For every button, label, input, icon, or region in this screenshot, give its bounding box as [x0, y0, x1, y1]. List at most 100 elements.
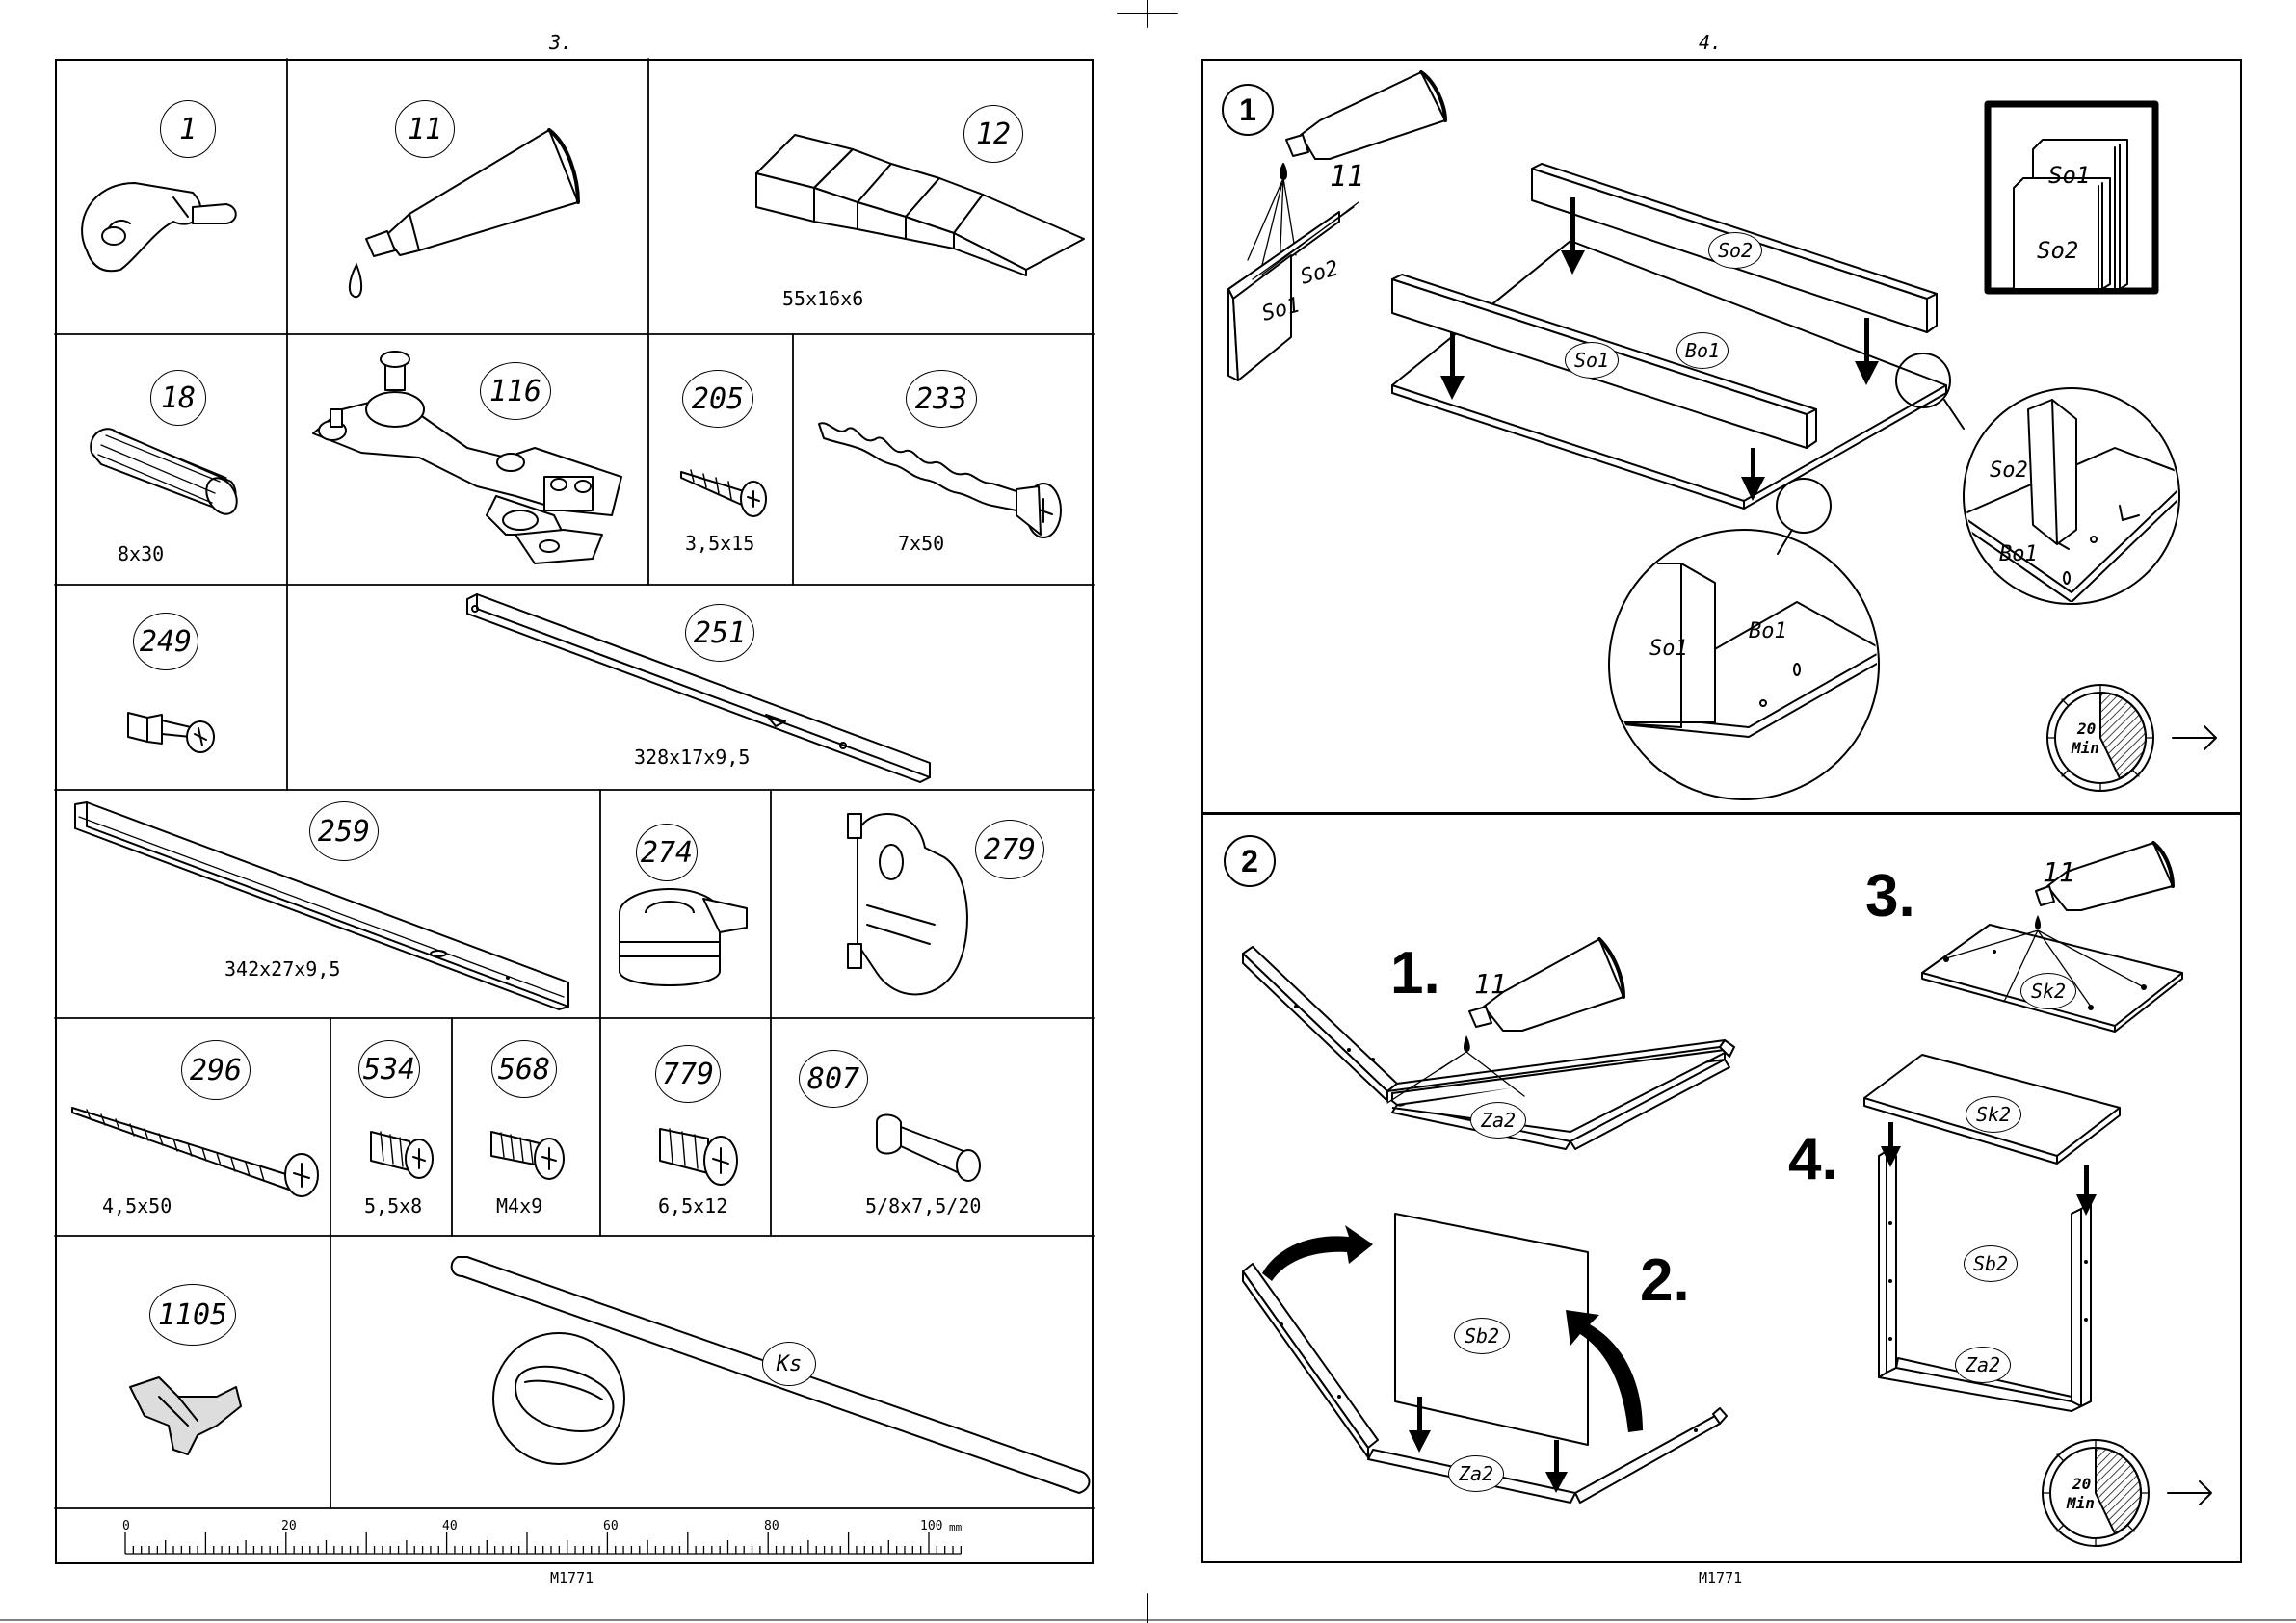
screw-534-icon: [370, 1131, 434, 1179]
ruler-tick-label-100: 100: [920, 1519, 943, 1533]
hinge-icon: [312, 351, 622, 564]
timer-value: 20: [2076, 720, 2096, 738]
part-id-12: 12: [963, 105, 1023, 163]
part-id-205: 205: [682, 370, 753, 428]
detail-label-so1: So1: [1649, 637, 1688, 661]
part-id-807: 807: [799, 1050, 868, 1108]
substep1-glue-id-text: 11: [1474, 968, 1507, 1000]
detail-left-labels: So1 Bo1: [1649, 619, 1787, 661]
part-dim-251: 328x17x9,5: [634, 746, 751, 769]
ruler-tick-label-0: 0: [122, 1519, 130, 1533]
step1-glue-label-svg: 11: [1330, 160, 1364, 194]
step1-label-bo1: Bo1: [1676, 332, 1729, 369]
part-dim-807: 5/8x7,5/20: [865, 1194, 982, 1217]
cam-lock-icon: [81, 182, 237, 273]
dowel-icon: [90, 428, 238, 515]
detail-label-bo1: Bo1: [1999, 542, 2038, 566]
page-number: 3.: [549, 31, 573, 54]
step-number-1: 1: [1222, 84, 1274, 136]
part-dim-534: 5,5x8: [364, 1194, 423, 1217]
part-dim-779: 6,5x12: [658, 1194, 728, 1217]
part-dim-296: 4,5x50: [102, 1194, 172, 1217]
substep3-glue-id-text: 11: [2043, 856, 2075, 888]
part-id-259: 259: [309, 801, 379, 861]
timer-label-step1: 20 Min: [2071, 720, 2099, 757]
part-id-779: 779: [655, 1045, 721, 1103]
part-id-233: 233: [906, 370, 977, 428]
substep2-label-sb2: Sb2: [1454, 1318, 1510, 1354]
bracket-279-icon: [847, 813, 968, 996]
part-dim-233: 7x50: [898, 532, 945, 555]
shelf-pin-icon: [876, 1113, 981, 1182]
wedges-icon: [755, 134, 1085, 276]
step1-label-so1: So1: [1565, 342, 1619, 379]
screw-296-icon: [71, 1107, 319, 1197]
part-dim-12: 55x16x6: [782, 287, 864, 310]
part-id-568: 568: [491, 1040, 557, 1098]
detail-label-so2: So2: [1990, 458, 2028, 483]
substep2-label-za2: Za2: [1448, 1455, 1504, 1492]
step1-board-label-so2: So2: [1298, 256, 1341, 289]
substep1-glue-id: 11: [1474, 968, 1507, 1000]
page-number: 4.: [1699, 31, 1723, 54]
substep-4-label: 4.: [1788, 1126, 1838, 1192]
glue-tube-icon: [349, 128, 580, 299]
detail-right-labels: So2 Bo1: [1990, 458, 2038, 566]
step1-board-label-so1: So1: [1259, 293, 1303, 326]
ruler-tick-label-20: 20: [281, 1519, 297, 1533]
part-id-296: 296: [181, 1040, 251, 1100]
part-id-274: 274: [636, 824, 698, 881]
part-dim-259: 342x27x9,5: [224, 957, 341, 981]
part-id-1: 1: [160, 100, 216, 158]
ruler-unit: mm: [949, 1521, 963, 1533]
step1-label-so2: So2: [1708, 232, 1762, 269]
ruler-tick-label-80: 80: [764, 1519, 779, 1533]
substep4-label-sk2: Sk2: [1966, 1096, 2021, 1133]
timer-unit: Min: [2066, 1494, 2095, 1512]
timer-icon-step1: [2046, 684, 2217, 792]
step2-panel: [1201, 812, 2242, 1563]
substep4-illustration: [1863, 1054, 2121, 1412]
screw-779-icon: [659, 1128, 738, 1186]
glue-application-icon: [1227, 70, 1447, 381]
detail-callouts: [1608, 353, 2180, 800]
part-dim-18: 8x30: [118, 542, 165, 565]
timer-label-step2: 20 Min: [2066, 1475, 2095, 1512]
step-number-2: 2: [1224, 835, 1276, 887]
rod-ks-icon: [450, 1256, 1091, 1494]
part-dim-568: M4x9: [496, 1194, 543, 1217]
left-footer-code: M1771: [550, 1569, 594, 1586]
cam-housing-icon: [619, 888, 748, 986]
substep3-label-sk2: Sk2: [2020, 973, 2076, 1009]
part-id-11: 11: [395, 100, 455, 158]
timer-unit: Min: [2071, 739, 2099, 757]
substep3-glue-id: 11: [2043, 856, 2075, 888]
part-id-116: 116: [480, 362, 551, 420]
clip-1105-icon: [129, 1376, 242, 1455]
measuring-ruler: [124, 1532, 963, 1555]
part-id-251: 251: [685, 604, 754, 662]
part-id-279: 279: [975, 820, 1044, 879]
connector-bolt-icon: [127, 712, 215, 753]
screw-205-icon: [680, 469, 767, 517]
step1-glue-id: 11: [1330, 160, 1364, 194]
part-id-249: 249: [133, 613, 198, 670]
timer-icon-step2: [2042, 1439, 2212, 1547]
substep-1-label: 1.: [1390, 940, 1440, 1007]
ruler-tick-label-60: 60: [603, 1519, 619, 1533]
expansion-anchor-icon: [818, 422, 1062, 538]
detail-so1-bo1: [1611, 563, 1877, 738]
inset-labels: So1 So2: [2037, 162, 2090, 264]
substep1-glue-tube: [1386, 937, 1625, 1104]
part-id-1105: 1105: [149, 1284, 236, 1346]
ruler-tick-label-40: 40: [442, 1519, 458, 1533]
rail-251-icon: [466, 593, 931, 783]
screw-568-icon: [490, 1131, 565, 1180]
inset-label-so2: So2: [2037, 237, 2078, 264]
substep4-label-sb2: Sb2: [1964, 1245, 2018, 1282]
inset-board-stack: [1984, 100, 2159, 295]
timer-value: 20: [2072, 1475, 2091, 1493]
right-footer-code: M1771: [1699, 1569, 1743, 1586]
